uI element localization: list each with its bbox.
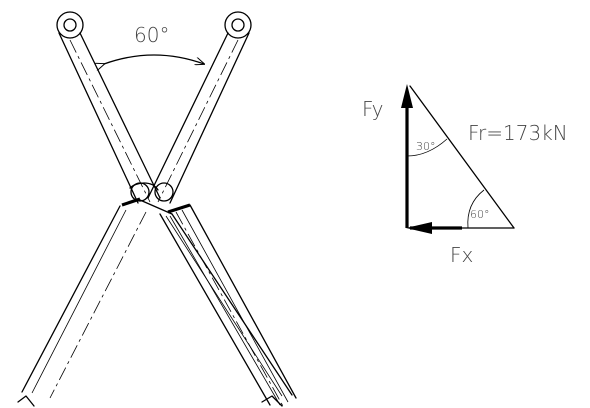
left-cylinder-eye-outer (56, 11, 84, 39)
right-cylinder (147, 11, 297, 408)
left-cylinder-eye-hole (63, 18, 77, 32)
fr-label: Fr=173kN (468, 121, 568, 145)
left-cylinder (17, 11, 293, 407)
left-cylinder-barrel (21, 199, 293, 399)
angle-60-label: 60° (470, 208, 490, 221)
right-cylinder-barrel (159, 204, 297, 408)
angle-30-arc (406, 138, 448, 157)
right-cylinder-eye-outer (224, 11, 252, 39)
right-cylinder-rod (147, 32, 250, 204)
fr-hypotenuse (409, 85, 515, 229)
fx-arrowhead (406, 222, 432, 234)
fy-arrowhead (401, 84, 413, 108)
angle-30-label: 30° (416, 140, 436, 153)
fy-label: Fy (362, 97, 384, 121)
force-triangle: 30° 60° Fy Fr=173kN Fx (362, 84, 568, 267)
crossing-pivots (130, 182, 174, 202)
cylinder-angle-dimension: 60° (104, 23, 204, 64)
left-cylinder-rod (58, 32, 161, 204)
fx-label: Fx (450, 243, 473, 267)
cylinder-angle-arc (104, 54, 204, 64)
angle-60-arc (467, 189, 485, 229)
cylinder-angle-label: 60° (134, 23, 169, 47)
right-cylinder-eye-hole (231, 18, 245, 32)
